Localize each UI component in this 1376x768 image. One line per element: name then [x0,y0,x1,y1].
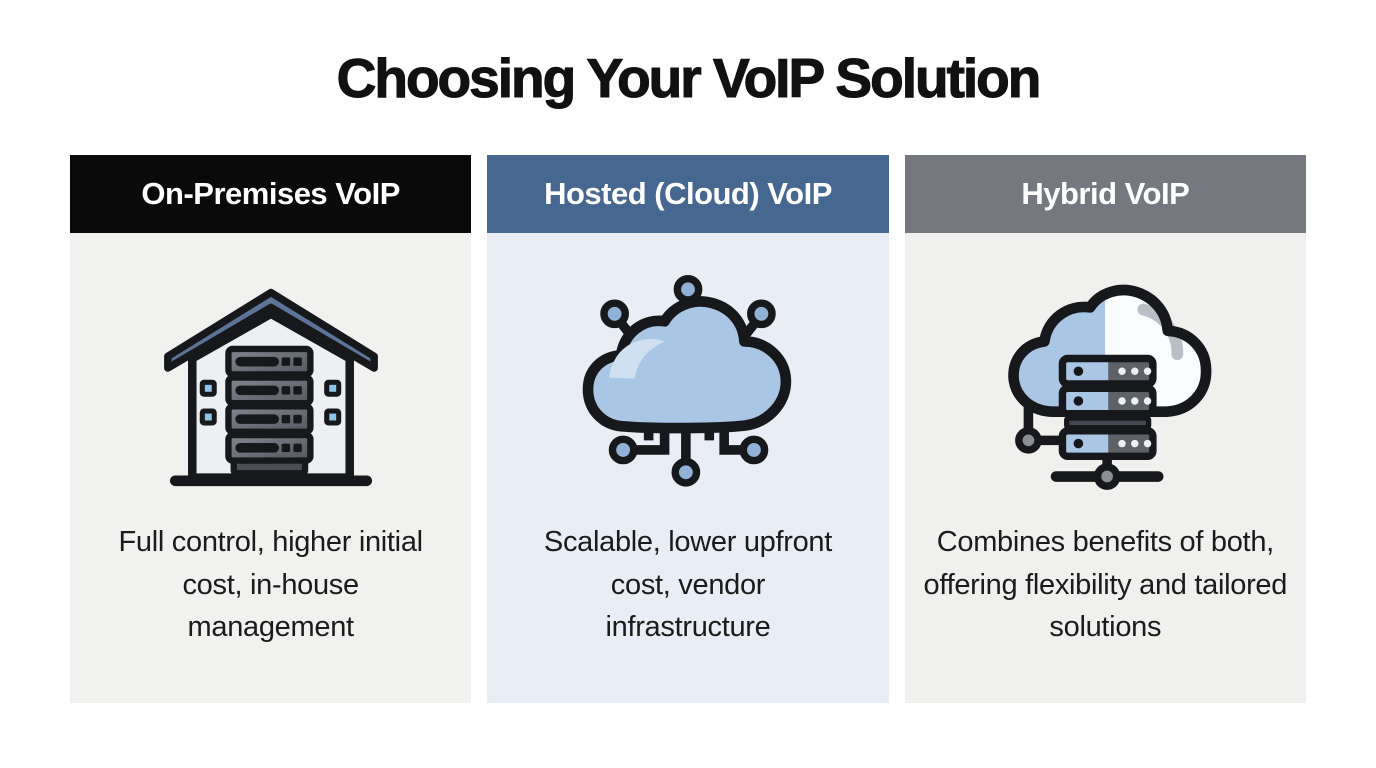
page-title: Choosing Your VoIP Solution [336,46,1042,109]
comparison-columns: On-Premises VoIP [0,155,1376,703]
icon-area [571,233,805,521]
window-icon [199,379,341,426]
server-rack [224,345,314,464]
column-on-premises: On-Premises VoIP [70,155,472,703]
column-header-label: Hybrid VoIP [1021,176,1190,211]
column-header-label: Hosted (Cloud) VoIP [544,176,832,211]
column-header-label: On-Premises VoIP [141,176,400,211]
column-header-on-premises: On-Premises VoIP [70,155,472,233]
column-panel-on-premises: Full control, higher initial cost, in-ho… [70,233,472,703]
column-header-hybrid: Hybrid VoIP [904,155,1306,233]
column-header-hosted-cloud: Hosted (Cloud) VoIP [487,155,889,233]
cloud-network-icon [582,274,792,487]
column-description: Combines benefits of both, offering flex… [923,526,1288,644]
icon-area [154,233,388,521]
icon-area [988,233,1222,521]
column-description: Scalable, lower upfront cost, vendor inf… [543,526,833,644]
column-panel-hosted-cloud: Scalable, lower upfront cost, vendor inf… [487,233,889,703]
house-server-icon [163,288,378,487]
title-bar: Choosing Your VoIP Solution [0,0,1376,155]
column-hybrid: Hybrid VoIP [904,155,1306,703]
column-panel-hybrid: Combines benefits of both, offering flex… [904,233,1306,703]
cloud-highlight [609,338,665,379]
hybrid-cloud-server-icon [1008,284,1212,490]
column-hosted-cloud: Hosted (Cloud) VoIP [487,155,889,703]
server-rack [1059,354,1157,461]
column-description: Full control, higher initial cost, in-ho… [118,526,424,644]
